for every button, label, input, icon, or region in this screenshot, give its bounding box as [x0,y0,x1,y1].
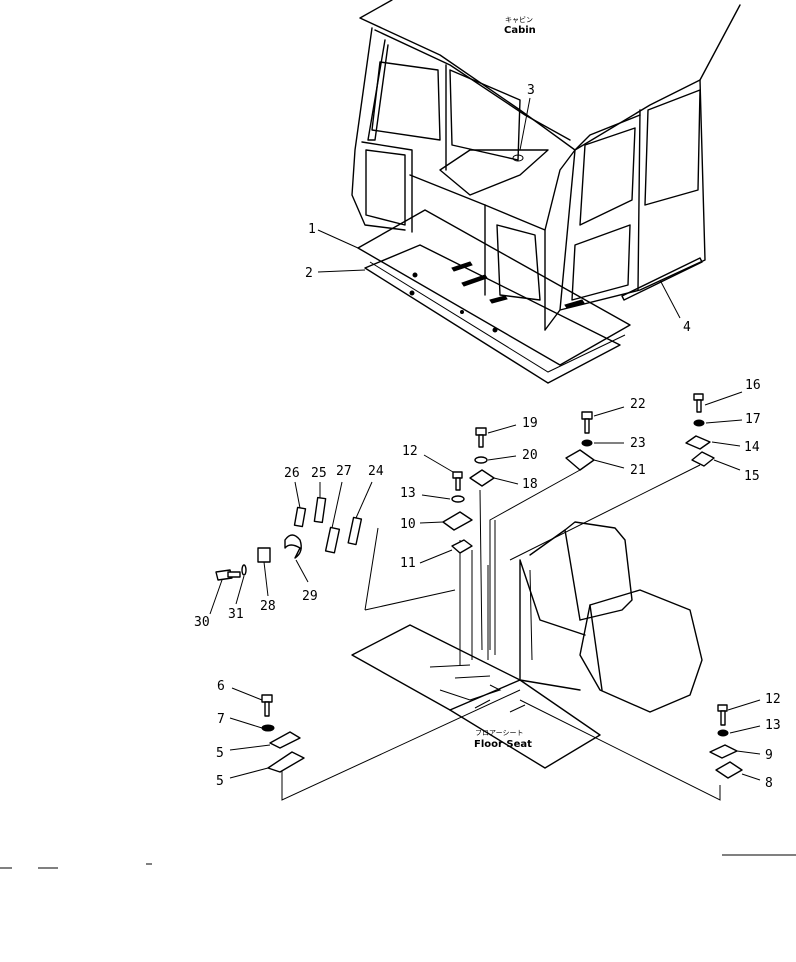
callout-9: 9 [765,748,773,763]
callout-19: 19 [522,416,538,431]
cabin-drawing [351,0,741,384]
callout-12a: 12 [402,444,418,459]
callout-4: 4 [683,320,691,335]
callout-8: 8 [765,776,773,791]
callout-15: 15 [744,469,760,484]
callout-24: 24 [368,464,384,479]
callout-27: 27 [336,464,352,479]
callout-22: 22 [630,397,646,412]
callout-2: 2 [305,266,313,281]
hardware-parts [215,393,743,779]
floor-seat-label-jp: フロアーシート [475,729,523,737]
callout-17: 17 [745,412,761,427]
callout-12b: 12 [765,692,781,707]
floor-seat-drawing [281,464,721,801]
callout-26: 26 [284,466,300,481]
callout-18: 18 [522,477,538,492]
callout-13b: 13 [765,718,781,733]
callout-29: 29 [302,589,318,604]
callout-10: 10 [400,517,416,532]
callout-14: 14 [744,440,760,455]
callout-31: 31 [228,607,244,622]
callout-6: 6 [217,679,225,694]
callout-1: 1 [308,222,316,237]
callout-5b: 5 [216,774,224,789]
cabin-label-jp: キャビン [505,15,533,24]
callout-28: 28 [260,599,276,614]
callout-25: 25 [311,466,327,481]
cabin-label: Cabin [504,25,536,36]
callout-30: 30 [194,615,210,630]
callout-7: 7 [217,712,225,727]
callout-20: 20 [522,448,538,463]
leader-lines [0,97,796,869]
callout-5a: 5 [216,746,224,761]
callout-13a: 13 [400,486,416,501]
floor-seat-label: Floor Seat [474,739,532,750]
callout-16: 16 [745,378,761,393]
callout-21: 21 [630,463,646,478]
callout-3: 3 [527,83,535,98]
callout-23: 23 [630,436,646,451]
callout-11: 11 [400,556,416,571]
